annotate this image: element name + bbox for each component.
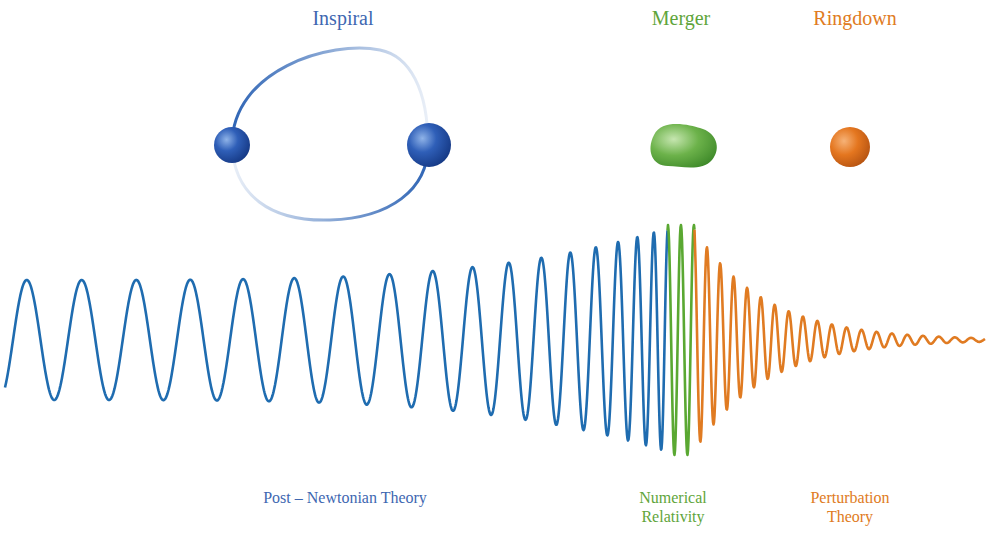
method-label: Post – Newtonian Theory bbox=[263, 488, 428, 507]
method-label: Perturbation Theory bbox=[791, 488, 909, 526]
ringdown-wave bbox=[695, 230, 986, 442]
black-hole bbox=[214, 127, 250, 163]
final-black-hole bbox=[830, 127, 870, 167]
orbit-arc bbox=[232, 48, 428, 145]
method-label: Numerical Relativity bbox=[623, 488, 723, 526]
binary-orbit bbox=[214, 48, 451, 220]
merger-wave bbox=[668, 225, 695, 455]
black-hole bbox=[407, 123, 451, 167]
phase-title: Ringdown bbox=[785, 6, 925, 30]
orbit-arc bbox=[232, 145, 428, 220]
inspiral-wave bbox=[5, 230, 668, 449]
phase-title: Merger bbox=[621, 6, 741, 30]
merging-black-holes bbox=[650, 124, 716, 168]
phase-title: Inspiral bbox=[243, 6, 443, 30]
